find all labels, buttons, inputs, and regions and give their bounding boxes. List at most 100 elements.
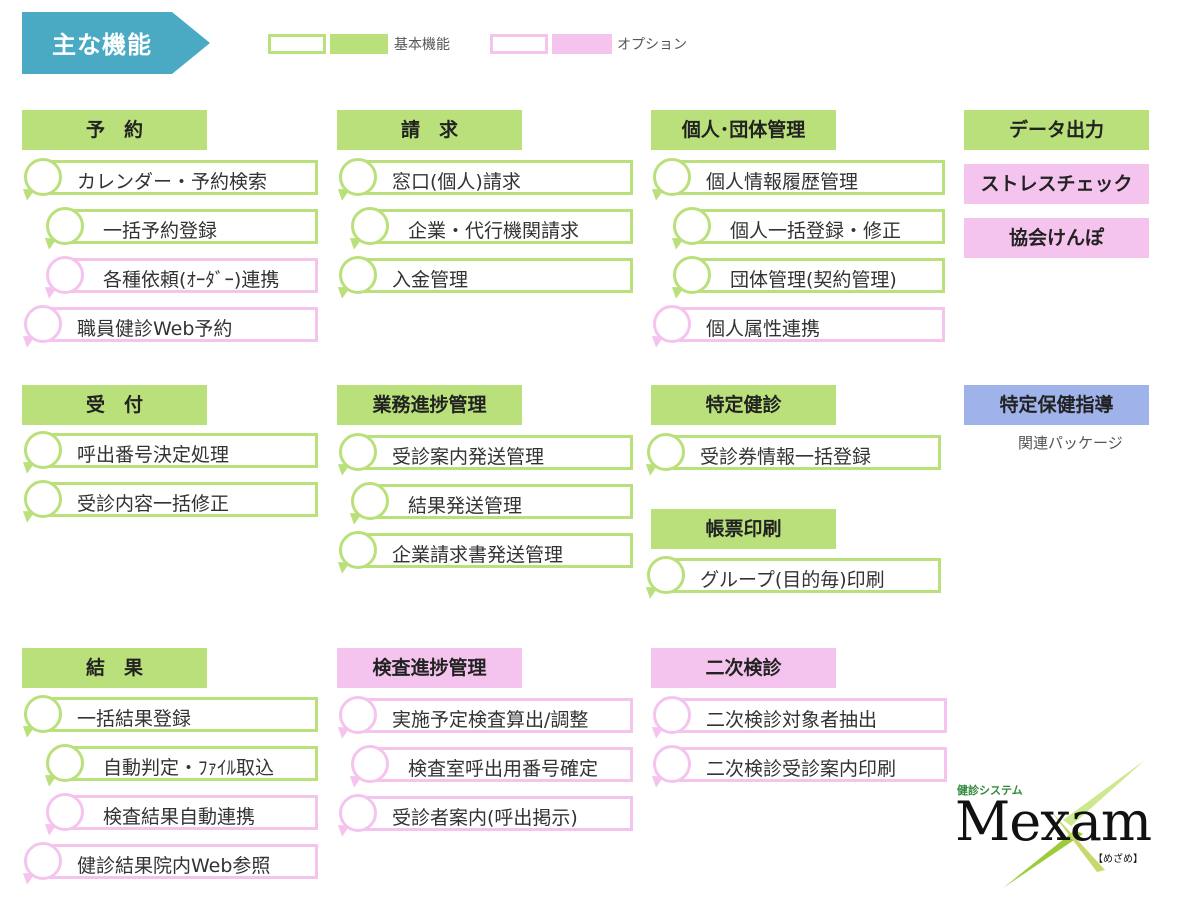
chohyo-item: グループ(目的毎)印刷 — [661, 558, 941, 593]
kojin-item-bullet — [653, 305, 691, 343]
chohyo-item-label: グループ(目的毎)印刷 — [700, 569, 885, 591]
yoyaku-item: 各種依頼(ｵｰﾀﾞｰ)連携 — [60, 258, 318, 293]
seikyu-item-bullet — [339, 256, 377, 294]
yoyaku-item-bullet — [24, 305, 62, 343]
seikyu-item-bullet — [339, 158, 377, 196]
category-yoyaku: 予 約 — [22, 110, 207, 150]
category-kekka: 結 果 — [22, 648, 207, 688]
kensa-item: 受診者案内(呼出掲示) — [353, 796, 633, 831]
kojin-item: 個人一括登録・修正 — [687, 209, 945, 244]
gyomu-item-label: 結果発送管理 — [408, 495, 523, 517]
kojin-item-bullet — [673, 256, 711, 294]
gyomu-item-label: 企業請求書発送管理 — [392, 544, 564, 566]
category-uketsuke: 受 付 — [22, 385, 207, 425]
kensa-item-bullet — [339, 696, 377, 734]
kekka-item-label: 一括結果登録 — [77, 708, 192, 730]
kekka-item-label: 健診結果院内Web参照 — [77, 855, 271, 877]
niji-item: 二次検診対象者抽出 — [667, 698, 947, 733]
niji-item-bullet — [653, 696, 691, 734]
yoyaku-item-bullet — [46, 256, 84, 294]
mexam-logo: 健診システム Mexam 【めざめ】 — [955, 760, 1175, 890]
kekka-item: 自動判定・ﾌｧｲﾙ取込 — [60, 746, 318, 781]
yoyaku-item-bullet — [46, 207, 84, 245]
gyomu-item-label: 受診案内発送管理 — [392, 446, 545, 468]
category-gyomu: 業務進捗管理 — [337, 385, 522, 425]
chohyo-item-bullet — [647, 556, 685, 594]
kojin-item-bullet — [653, 158, 691, 196]
category-chohyo: 帳票印刷 — [651, 509, 836, 549]
uketsuke-item-bullet — [24, 480, 62, 518]
kekka-item-bullet — [24, 842, 62, 880]
seikyu-item: 企業・代行機関請求 — [365, 209, 633, 244]
kojin-item-bullet — [673, 207, 711, 245]
kojin-item-label: 団体管理(契約管理) — [730, 269, 897, 291]
niji-item-label: 二次検診受診案内印刷 — [706, 758, 897, 780]
yoyaku-item-label: カレンダー・予約検索 — [77, 171, 268, 193]
logo-wordmark: Mexam — [955, 790, 1152, 853]
kekka-item-label: 自動判定・ﾌｧｲﾙ取込 — [103, 757, 275, 779]
category-seikyu: 請 求 — [337, 110, 522, 150]
kojin-item: 個人情報履歴管理 — [667, 160, 945, 195]
yoyaku-item-bullet — [24, 158, 62, 196]
side-kyokai-kenpo: 協会けんぽ — [964, 218, 1149, 258]
seikyu-item: 窓口(個人)請求 — [353, 160, 633, 195]
logo-subtitle: 健診システム — [957, 784, 1023, 797]
kensa-item: 実施予定検査算出/調整 — [353, 698, 633, 733]
category-niji: 二次検診 — [651, 648, 836, 688]
legend-basic-fill-swatch — [330, 34, 388, 54]
niji-item-bullet — [653, 745, 691, 783]
kensa-item-label: 受診者案内(呼出掲示) — [392, 807, 578, 829]
seikyu-item-label: 入金管理 — [392, 269, 469, 291]
kensa-item-bullet — [339, 794, 377, 832]
logo-reading: 【めざめ】 — [1093, 854, 1143, 865]
kekka-item-bullet — [46, 793, 84, 831]
uketsuke-item: 呼出番号決定処理 — [38, 433, 318, 468]
kojin-item: 個人属性連携 — [667, 307, 945, 342]
kekka-item-bullet — [46, 744, 84, 782]
title-banner: 主な機能 — [22, 12, 210, 74]
tokutei-item-bullet — [647, 433, 685, 471]
legend-option-outline-swatch — [490, 34, 548, 54]
uketsuke-item-bullet — [24, 431, 62, 469]
side-data-output: データ出力 — [964, 110, 1149, 150]
gyomu-item: 結果発送管理 — [365, 484, 633, 519]
yoyaku-item-label: 各種依頼(ｵｰﾀﾞｰ)連携 — [103, 269, 280, 291]
tokutei-item: 受診券情報一括登録 — [661, 435, 941, 470]
legend-basic-outline-swatch — [268, 34, 326, 54]
page-title: 主な機能 — [52, 31, 152, 59]
kekka-item-label: 検査結果自動連携 — [103, 806, 256, 828]
kensa-item: 検査室呼出用番号確定 — [365, 747, 633, 782]
kekka-item: 検査結果自動連携 — [60, 795, 318, 830]
related-package-label: 関連パッケージ — [1018, 434, 1123, 452]
side-tokutei-hoken: 特定保健指導 — [964, 385, 1149, 425]
uketsuke-item-label: 呼出番号決定処理 — [77, 444, 230, 466]
kensa-item-bullet — [351, 745, 389, 783]
category-tokutei: 特定健診 — [651, 385, 836, 425]
kekka-item: 一括結果登録 — [38, 697, 318, 732]
uketsuke-item-label: 受診内容一括修正 — [77, 493, 230, 515]
yoyaku-item: 一括予約登録 — [60, 209, 318, 244]
yoyaku-item: カレンダー・予約検索 — [38, 160, 318, 195]
gyomu-item-bullet — [339, 433, 377, 471]
kekka-item: 健診結果院内Web参照 — [38, 844, 318, 879]
seikyu-item: 入金管理 — [353, 258, 633, 293]
gyomu-item-bullet — [339, 531, 377, 569]
yoyaku-item-label: 一括予約登録 — [103, 220, 218, 242]
kensa-item-label: 検査室呼出用番号確定 — [408, 758, 599, 780]
yoyaku-item: 職員健診Web予約 — [38, 307, 318, 342]
legend-option-label: オプション — [617, 37, 687, 53]
kojin-item-label: 個人情報履歴管理 — [706, 171, 859, 193]
niji-item: 二次検診受診案内印刷 — [667, 747, 947, 782]
gyomu-item: 企業請求書発送管理 — [353, 533, 633, 568]
legend-basic-label: 基本機能 — [394, 37, 450, 53]
seikyu-item-label: 窓口(個人)請求 — [392, 171, 521, 193]
logo-x-mark — [1003, 760, 1145, 888]
gyomu-item: 受診案内発送管理 — [353, 435, 633, 470]
niji-item-label: 二次検診対象者抽出 — [706, 709, 878, 731]
kojin-item: 団体管理(契約管理) — [687, 258, 945, 293]
kekka-item-bullet — [24, 695, 62, 733]
gyomu-item-bullet — [351, 482, 389, 520]
tokutei-item-label: 受診券情報一括登録 — [700, 446, 872, 468]
uketsuke-item: 受診内容一括修正 — [38, 482, 318, 517]
